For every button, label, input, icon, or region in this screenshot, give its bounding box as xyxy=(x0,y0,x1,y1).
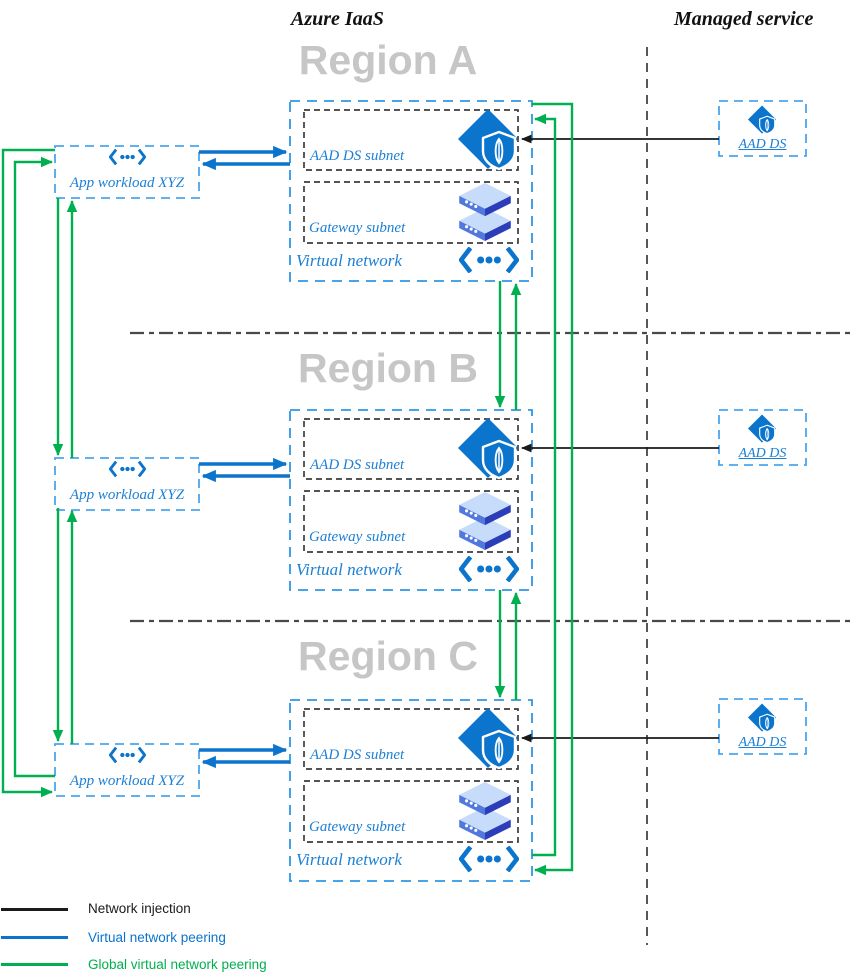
aadds-subnet-box-region-c xyxy=(303,708,519,770)
vnet-box-region-a xyxy=(289,100,533,282)
app-workload-label-region-c: App workload XYZ xyxy=(69,773,185,789)
app-workload-label-region-b: App workload XYZ xyxy=(69,487,185,503)
global-peering-app-c-to-a xyxy=(13,156,55,778)
region-c-title: Region C xyxy=(298,633,478,679)
virtual-network-icon xyxy=(109,747,146,763)
aadds-subnet-box-region-b xyxy=(303,418,519,480)
gateway-subnet-box-region-b xyxy=(303,490,519,553)
virtual-network-icon xyxy=(459,556,519,582)
gateway-subnet-label-region-c: Gateway subnet xyxy=(309,819,406,835)
legend-label-network-injection: Network injection xyxy=(88,901,191,916)
region-b-title: Region B xyxy=(298,345,478,391)
region-c-boxes xyxy=(54,698,807,882)
aad-ds-icon xyxy=(746,703,779,733)
aadds-subnet-box-region-a xyxy=(303,109,519,171)
managed-aadds-label-region-c: AAD DS xyxy=(738,735,787,750)
gateway-subnet-box-region-c xyxy=(303,780,519,843)
gateway-subnet-label-region-a: Gateway subnet xyxy=(309,220,406,236)
aad-ds-icon xyxy=(746,414,779,444)
managed-service-heading: Managed service xyxy=(674,8,814,30)
aadds-subnet-label-region-b: AAD DS subnet xyxy=(310,457,405,473)
aad-ds-icon xyxy=(746,105,779,135)
virtual-network-icon xyxy=(109,461,146,477)
virtual-network-icon xyxy=(109,149,146,165)
region-b-boxes xyxy=(54,409,807,591)
gateway-icon xyxy=(458,782,512,840)
azure-iaas-heading: Azure IaaS xyxy=(291,8,384,30)
managed-aadds-box-region-c xyxy=(718,698,807,755)
vnet-label-region-a: Virtual network xyxy=(296,251,402,270)
app-workload-label-region-a: App workload XYZ xyxy=(69,175,185,191)
managed-aadds-box-region-b xyxy=(718,409,807,466)
managed-aadds-label-region-a: AAD DS xyxy=(738,137,787,152)
vnet-peering-arrows xyxy=(199,145,290,769)
vnet-label-region-b: Virtual network xyxy=(296,560,402,579)
aad-ds-icon xyxy=(457,108,521,172)
global-peering-vnet-c-to-a xyxy=(532,113,557,857)
app-workload-box-region-c xyxy=(54,743,200,797)
region-a-boxes xyxy=(54,100,807,282)
aad-ds-icon xyxy=(457,417,521,481)
aadds-subnet-label-region-a: AAD DS subnet xyxy=(310,148,405,164)
global-peering-arrows xyxy=(1,102,574,876)
region-a-title: Region A xyxy=(298,37,478,83)
legend-label-vnet-peering: Virtual network peering xyxy=(88,930,226,945)
vnet-box-region-c xyxy=(289,699,533,882)
virtual-network-icon xyxy=(459,247,519,273)
legend-line-vnet-peering xyxy=(1,936,68,939)
app-workload-box-region-b xyxy=(54,457,200,511)
gateway-subnet-label-region-b: Gateway subnet xyxy=(309,529,406,545)
legend-label-global-peering: Global virtual network peering xyxy=(88,957,267,972)
app-workload-box-region-a xyxy=(54,145,200,199)
global-peering-app-a-to-c xyxy=(1,148,55,798)
vnet-label-region-c: Virtual network xyxy=(296,850,402,869)
legend-line-network-injection xyxy=(1,908,68,911)
managed-aadds-box-region-a xyxy=(718,100,807,157)
aad-ds-icon xyxy=(457,707,521,771)
managed-aadds-label-region-b: AAD DS xyxy=(738,446,787,461)
aadds-subnet-label-region-c: AAD DS subnet xyxy=(310,747,405,763)
vnet-box-region-b xyxy=(289,409,533,591)
gateway-icon xyxy=(458,492,512,550)
virtual-network-icon xyxy=(459,846,519,872)
network-injection-arrows xyxy=(520,134,719,743)
global-peering-vnet-a-to-c xyxy=(532,102,574,876)
gateway-icon xyxy=(458,183,512,241)
gateway-subnet-box-region-a xyxy=(303,181,519,244)
legend-line-global-peering xyxy=(1,963,68,966)
